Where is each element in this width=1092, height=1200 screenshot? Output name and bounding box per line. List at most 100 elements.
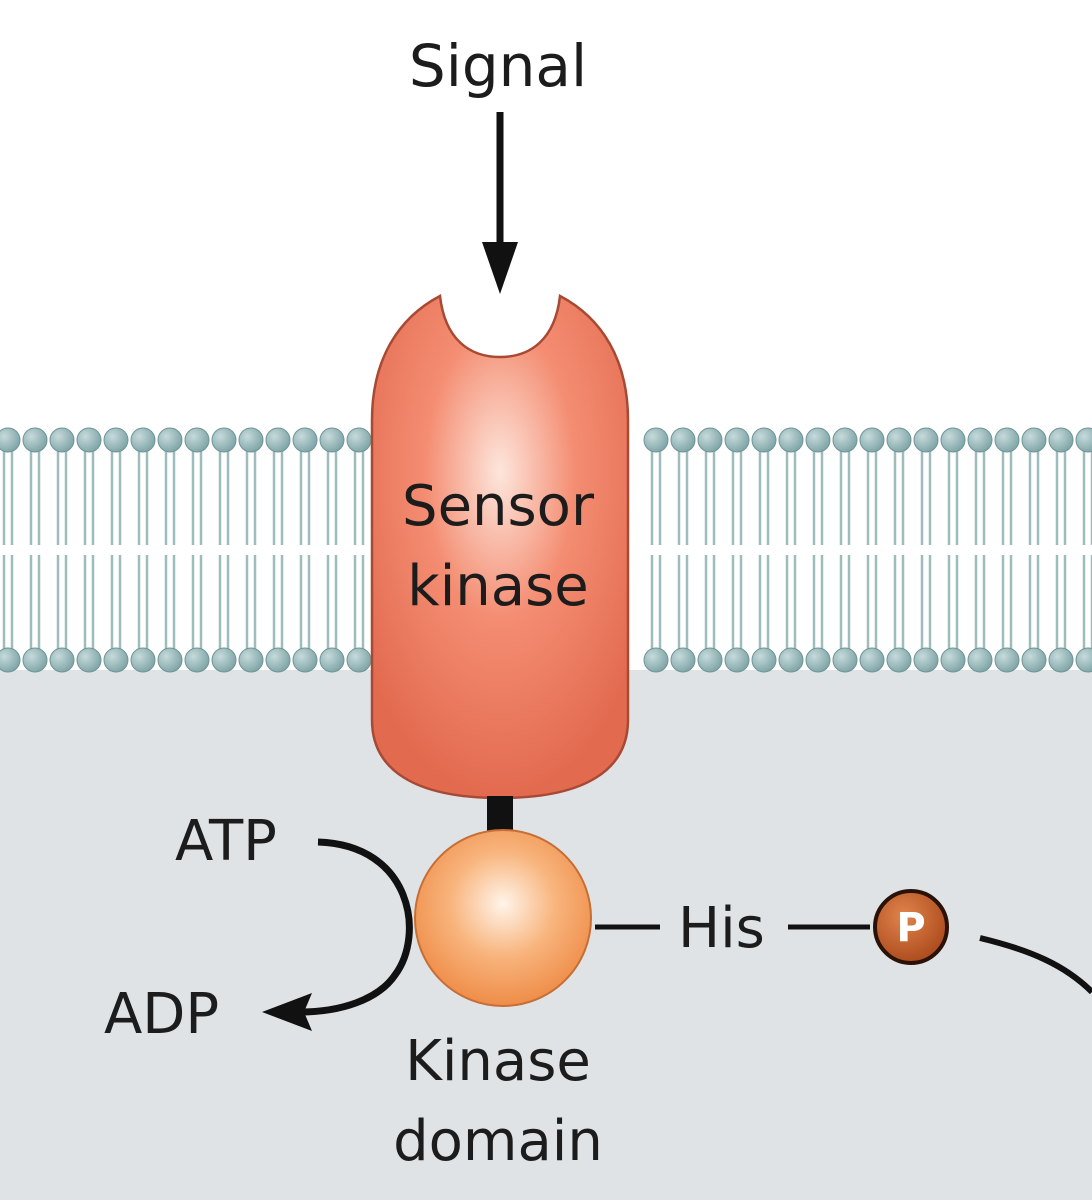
lipid-tail [56,450,68,545]
lipid-head [967,427,993,453]
lipid-tail [164,450,176,545]
lipid-head [319,427,345,453]
lipid-tail [866,450,878,545]
lipid-tail [1055,450,1067,545]
lipid-tail [812,555,824,650]
lipid-head [319,647,345,673]
lipid-head [1075,427,1092,453]
lipid-head [22,647,48,673]
lipid-head [994,647,1020,673]
adp-label: ADP [104,982,219,1047]
lipid-tail [920,555,932,650]
lipid-tail [1028,450,1040,545]
lipid-head [805,427,831,453]
lipid-tail [920,450,932,545]
his-label: His [678,896,765,961]
lipid-head [238,427,264,453]
lipid-head [265,647,291,673]
lipid-head [886,647,912,673]
lipid-tail [758,555,770,650]
atp-label: ATP [175,809,277,874]
lipid-head [1075,647,1092,673]
lipid-head [157,427,183,453]
lipid-head [913,427,939,453]
lipid-head [643,427,669,453]
lipid-tail [677,555,689,650]
lipid-tail [839,555,851,650]
lipid-tail [947,555,959,650]
lipid-tail [785,450,797,545]
sensor-kinase-label-line1: Sensor [402,474,595,539]
lipid-head [913,647,939,673]
lipid-tail [1001,555,1013,650]
lipid-head [778,647,804,673]
lipid-tail [1082,555,1092,650]
lipid-head [76,427,102,453]
lipid-head [805,647,831,673]
lipid-tail [704,555,716,650]
lipid-head [724,427,750,453]
lipid-tail [839,450,851,545]
lipid-tail [299,450,311,545]
lipid-head [346,427,372,453]
lipid-head [211,647,237,673]
lipid-tail [1055,555,1067,650]
lipid-tail [245,555,257,650]
lipid-tail [218,450,230,545]
lipid-head [22,427,48,453]
lipid-tail [974,450,986,545]
lipid-head [265,427,291,453]
lipid-tail [299,555,311,650]
lipid-head [670,647,696,673]
lipid-tail [1001,450,1013,545]
lipid-head [967,647,993,673]
signal-arrowhead [482,242,518,294]
lipid-head [832,427,858,453]
lipid-head [1021,427,1047,453]
lipid-tail [29,450,41,545]
lipid-head [751,427,777,453]
lipid-tail [272,555,284,650]
lipid-head [292,647,318,673]
lipid-head [184,647,210,673]
lipid-head [130,427,156,453]
lipid-tail [326,555,338,650]
lipid-head [1048,647,1074,673]
lipid-tail [677,450,689,545]
lipid-head [130,647,156,673]
sensor-kinase [370,294,630,800]
lipid-head [157,647,183,673]
lipid-head [49,647,75,673]
lipid-tail [191,555,203,650]
phosphate-transfer-arrow [979,935,1092,995]
lipid-head [697,427,723,453]
lipid-tail [110,555,122,650]
lipid-tail [785,555,797,650]
lipid-tail [191,450,203,545]
lipid-tail [137,555,149,650]
lipid-head [643,647,669,673]
lipid-tail [137,450,149,545]
lipid-tail [758,450,770,545]
lipid-tail [893,450,905,545]
lipid-tail [353,555,365,650]
lipid-tail [731,450,743,545]
lipid-tail [245,450,257,545]
lipid-head [697,647,723,673]
signal-label: Signal [409,32,587,100]
lipid-tail [2,555,14,650]
lipid-tail [2,450,14,545]
lipid-head [184,427,210,453]
lipid-tail [812,450,824,545]
lipid-head [1021,647,1047,673]
sensor-kinase-label-line2: kinase [407,554,588,619]
lipid-tail [1082,450,1092,545]
kinase-domain-label-line2: domain [393,1109,603,1174]
lipid-tail [83,555,95,650]
lipid-head [778,427,804,453]
lipid-head [940,647,966,673]
lipid-head [751,647,777,673]
lipid-head [103,427,129,453]
